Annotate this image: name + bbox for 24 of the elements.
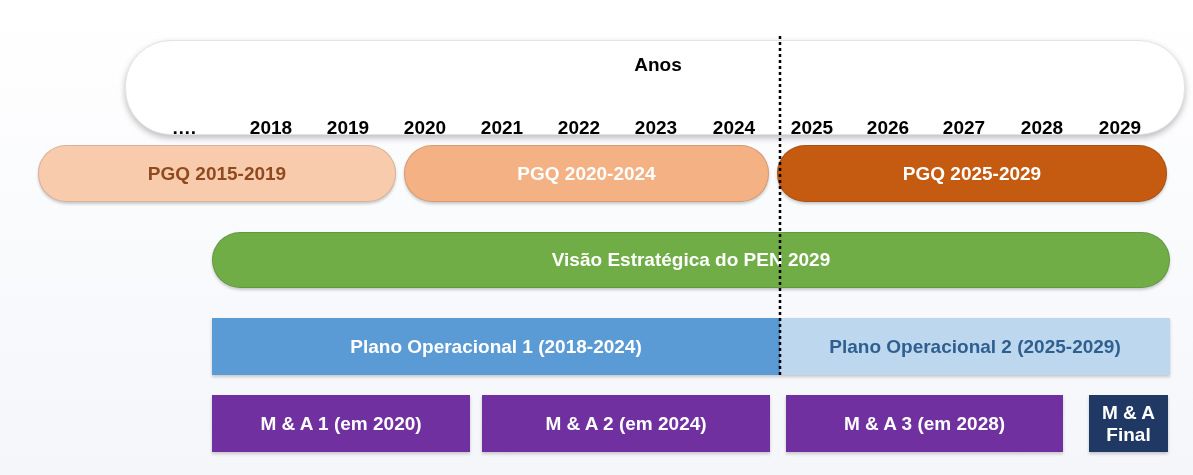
plan-bar: PGQ 2015-2019 [38, 145, 396, 202]
year-label: 2023 [634, 117, 678, 139]
milestone-box: M & A 2 (em 2024) [482, 395, 770, 452]
axis-title: Anos [634, 54, 682, 76]
year-label: 2021 [480, 117, 524, 139]
year-label: 2027 [942, 117, 986, 139]
plan-bar: Plano Operacional 2 (2025-2029) [780, 318, 1170, 375]
year-label: 2028 [1020, 117, 1064, 139]
year-label: 2022 [557, 117, 601, 139]
milestone-box: M & A 1 (em 2020) [212, 395, 470, 452]
year-label: 2026 [866, 117, 910, 139]
year-label: 2020 [403, 117, 447, 139]
year-label: 2019 [326, 117, 370, 139]
plan-bar: PGQ 2020-2024 [404, 145, 769, 202]
plan-bar: PGQ 2025-2029 [777, 145, 1167, 202]
year-label: 2018 [249, 117, 293, 139]
year-label: …. [171, 117, 197, 139]
year-label: 2024 [712, 117, 756, 139]
year-label: 2025 [790, 117, 834, 139]
timeline-band [125, 40, 1185, 135]
plan-bar: Plano Operacional 1 (2018-2024) [212, 318, 780, 375]
year-label: 2029 [1098, 117, 1142, 139]
milestone-box: M & A 3 (em 2028) [786, 395, 1063, 452]
milestone-box: M & A Final [1089, 395, 1168, 452]
